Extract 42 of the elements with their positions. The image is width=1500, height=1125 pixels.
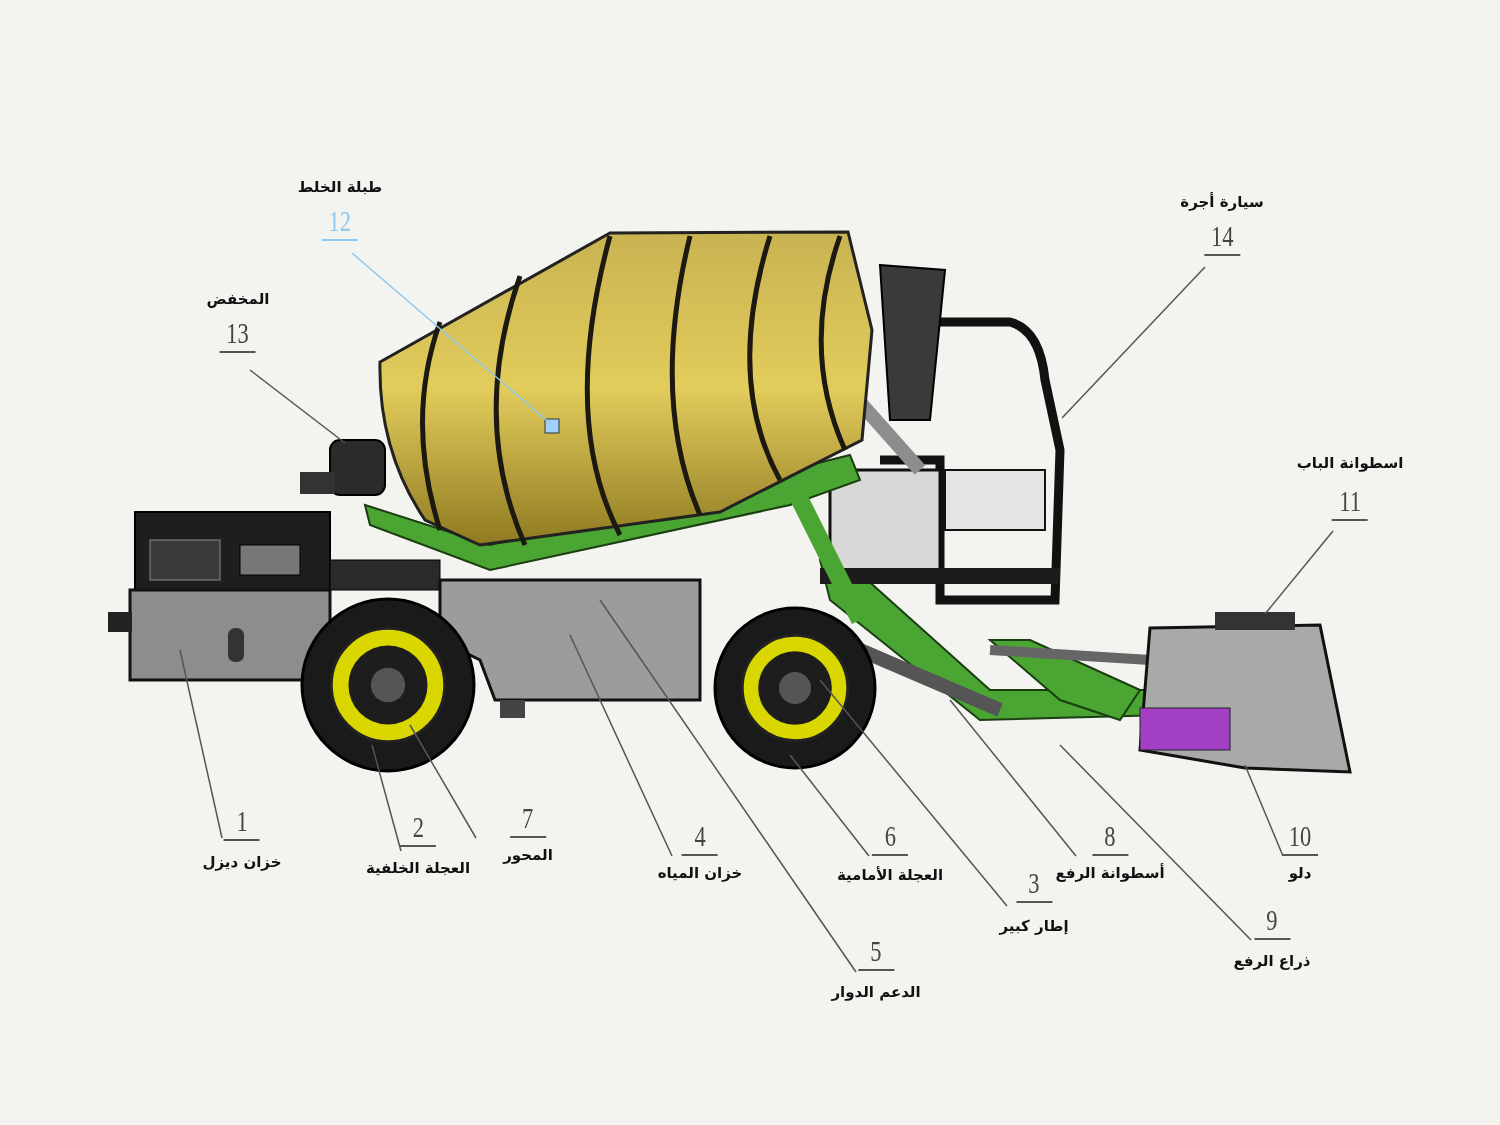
leader-line: [351, 252, 553, 426]
callout-number: 13: [225, 318, 251, 351]
callout-number: 3: [1027, 868, 1041, 901]
part-label: إطار كبير: [999, 917, 1069, 935]
callout-number: 14: [1209, 221, 1235, 254]
part-label: العجلة الخلفية: [365, 859, 471, 877]
leader-line: [599, 599, 857, 973]
part-label: طبلة الخلط: [297, 178, 383, 196]
part-label: خزان المياه: [657, 864, 743, 882]
part-label: سيارة أجرة: [1180, 193, 1264, 211]
callout-number: 12: [327, 206, 353, 239]
callout-number: 4: [693, 821, 707, 854]
callout-number: 2: [411, 812, 425, 845]
part-label: الدعم الدوار: [831, 983, 921, 1001]
part-label: اسطوانة الباب: [1296, 454, 1404, 472]
part-label: أسطوانة الرفع: [1055, 864, 1165, 882]
part-label: دلو: [1288, 864, 1312, 882]
leader-line: [1061, 266, 1206, 419]
leader-line: [819, 679, 1008, 907]
part-label: العجلة الأمامية: [836, 866, 944, 884]
leader-line: [1244, 764, 1284, 857]
callout-number: 10: [1287, 821, 1313, 854]
callout-number: 8: [1103, 821, 1117, 854]
part-label: ذراع الرفع: [1233, 952, 1311, 970]
callout-number: 9: [1265, 905, 1279, 938]
callout-number: 1: [235, 806, 249, 839]
leader-line: [179, 649, 223, 839]
leader-line: [949, 699, 1077, 857]
callout-number: 7: [521, 803, 535, 836]
leader-line: [569, 634, 673, 857]
leader-line: [1264, 530, 1334, 615]
part-label: المخفض: [206, 290, 270, 308]
part-label: المحور: [503, 846, 553, 864]
leader-line: [249, 369, 346, 444]
leader-line: [789, 754, 870, 857]
part-label: خزان ديزل: [202, 853, 282, 871]
callout-number: 11: [1338, 486, 1362, 519]
callout-number: 6: [883, 821, 897, 854]
callout-number: 5: [869, 936, 883, 969]
leader-line: [409, 724, 477, 839]
leader-line: [1059, 744, 1252, 941]
leader-line: [371, 744, 402, 852]
